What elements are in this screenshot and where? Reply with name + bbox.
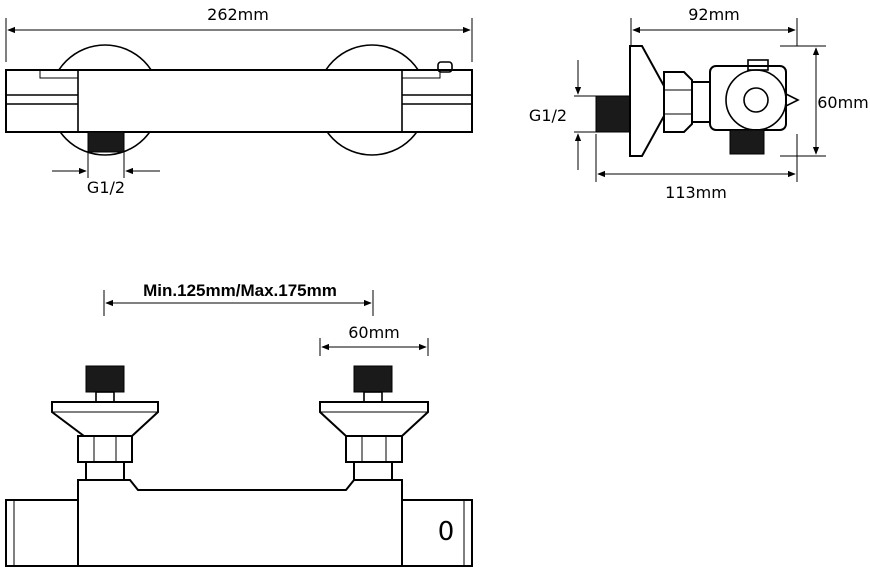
side-view: 92mm 60mm G1/2 113mm [529, 5, 869, 202]
top-view: 262mm G1/2 [5, 5, 473, 197]
mixer-body-front [77, 479, 403, 567]
front-view: Min.125mm/Max.175mm 60mm [5, 281, 473, 567]
knob-marking: 0 [438, 517, 455, 547]
total-depth-label: 113mm [665, 183, 727, 202]
side-flange [629, 45, 665, 157]
mixer-body-top [5, 69, 473, 133]
side-inlet-thread [595, 95, 631, 133]
depth-label: 92mm [688, 5, 740, 24]
side-inlet-label: G1/2 [529, 106, 567, 125]
side-outlet-thread [729, 129, 765, 155]
right-end-cap [401, 499, 473, 567]
outlet-thread-top [87, 131, 125, 153]
right-connection [319, 365, 429, 481]
eccentric-label: 60mm [348, 323, 400, 342]
lever-nub [437, 61, 453, 73]
width-label: 262mm [207, 5, 269, 24]
height-label: 60mm [817, 93, 869, 112]
left-end-cap [5, 499, 79, 567]
left-connection [51, 365, 159, 481]
centers-label: Min.125mm/Max.175mm [143, 281, 337, 300]
side-hex-nut [663, 71, 693, 133]
top-inlet-label: G1/2 [87, 178, 125, 197]
